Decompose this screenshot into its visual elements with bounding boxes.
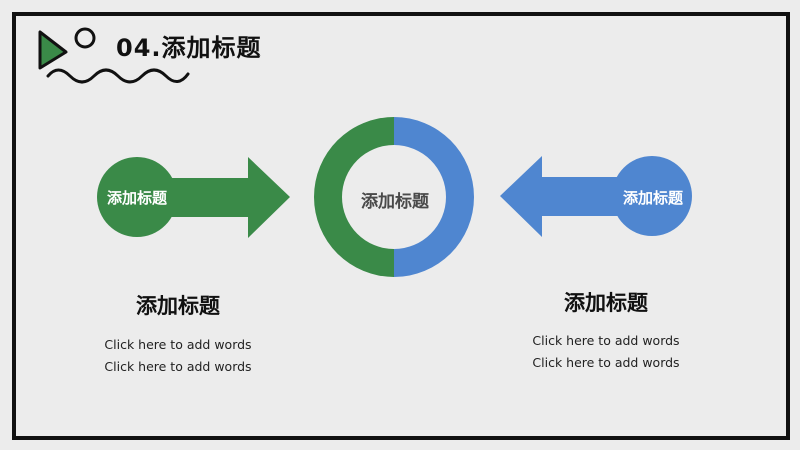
left-heading[interactable]: 添加标题 [136,294,220,318]
ring-right-half [394,117,474,277]
left-text-line-1[interactable]: Click here to add words [104,337,252,352]
ring-left-half [314,117,394,277]
triangle-icon [38,30,68,70]
left-text-line-2[interactable]: Click here to add words [104,359,252,374]
right-arrow-group[interactable]: 添加标题 [500,156,692,237]
circle-outline-icon [74,27,96,49]
left-arrow-shape [150,157,290,238]
wave-line-icon [46,68,190,84]
left-arrow-group[interactable]: 添加标题 [97,157,290,238]
slide-border-frame [12,12,790,440]
center-label: 添加标题 [361,191,430,212]
center-ring[interactable]: 添加标题 [314,117,474,277]
slide-title[interactable]: 04.添加标题 [116,34,262,62]
right-arrow-shape [500,156,640,237]
right-circle-label: 添加标题 [623,189,684,207]
left-circle-label: 添加标题 [107,189,168,207]
right-heading[interactable]: 添加标题 [564,291,648,315]
right-text-line-1[interactable]: Click here to add words [532,333,680,348]
right-text-line-2[interactable]: Click here to add words [532,355,680,370]
